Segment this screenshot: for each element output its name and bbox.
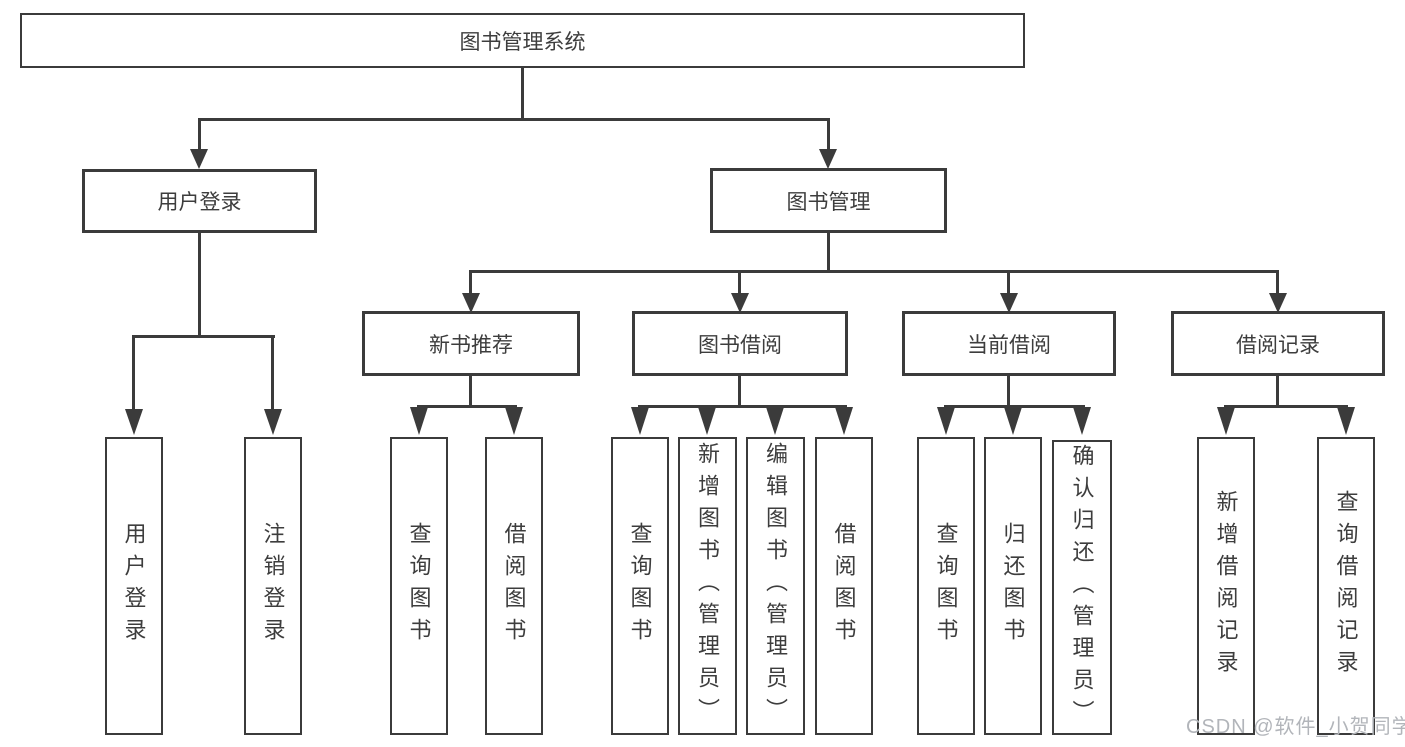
connector-line [827,118,830,151]
node-label: 编辑图书（管理员） [763,442,789,730]
connector-arrow [125,409,143,435]
node-label: 查询借阅记录 [1333,490,1359,682]
connector-arrow [1004,407,1022,435]
connector-arrow [731,293,749,313]
connector-line [198,118,830,121]
connector-line [1007,270,1010,295]
connector-line [417,405,517,408]
connector-arrow [505,407,523,435]
connector-arrow [264,409,282,435]
connector-line [1276,376,1279,407]
connector-arrow [698,407,716,435]
node-new-book-recommend: 新书推荐 [362,311,580,376]
connector-arrow [1073,407,1091,435]
node-query-books-borrow: 查询图书 [611,437,669,735]
connector-line [198,233,201,335]
connector-line [132,335,135,411]
node-label: 图书管理 [786,190,871,214]
connector-line [521,68,524,121]
node-user-login: 用户登录 [82,169,317,233]
node-query-borrow-record: 查询借阅记录 [1317,437,1375,735]
connector-arrow [631,407,649,435]
connector-line [1276,270,1279,295]
node-label: 新增图书（管理员） [695,442,721,730]
node-label: 查询图书 [933,522,959,650]
node-label: 确认归还（管理员） [1069,443,1095,732]
node-user-login-leaf: 用户登录 [105,437,163,735]
node-label: 注销登录 [260,522,286,650]
connector-line [469,270,472,295]
connector-arrow [1217,407,1235,435]
connector-arrow [1269,293,1287,313]
node-current-borrow: 当前借阅 [902,311,1116,376]
node-borrow-records: 借阅记录 [1171,311,1385,376]
connector-line [827,233,830,273]
node-label: 借阅图书 [831,522,857,650]
node-book-borrow: 图书借阅 [632,311,848,376]
watermark: CSDN @软件_小贺同学 [1186,716,1405,738]
connector-line [469,376,472,407]
node-label: 借阅记录 [1236,333,1320,357]
connector-line [738,376,741,407]
node-return-books: 归还图书 [984,437,1042,735]
connector-line [944,405,1085,408]
connector-line [738,270,741,295]
node-query-books-current: 查询图书 [917,437,975,735]
connector-line [132,335,275,338]
node-edit-book-admin: 编辑图书（管理员） [746,437,805,735]
node-label: 图书管理系统 [459,30,586,54]
node-logout: 注销登录 [244,437,302,735]
connector-line [1007,376,1010,407]
connector-arrow [462,293,480,313]
node-label: 当前借阅 [967,333,1051,357]
node-label: 归还图书 [1000,522,1026,650]
node-label: 查询图书 [406,522,432,650]
node-label: 用户登录 [157,191,242,214]
node-add-book-admin: 新增图书（管理员） [678,437,737,735]
node-label: 借阅图书 [501,522,527,650]
node-confirm-return-admin: 确认归还（管理员） [1052,440,1112,735]
connector-arrow [766,407,784,435]
node-borrow-books-recommend: 借阅图书 [485,437,543,735]
connector-line [271,335,274,411]
node-label: 新增借阅记录 [1213,490,1239,682]
node-query-books-recommend: 查询图书 [390,437,448,735]
node-label: 用户登录 [121,522,147,650]
connector-arrow [410,407,428,435]
connector-arrow [190,149,208,169]
connector-arrow [1000,293,1018,313]
connector-arrow [1337,407,1355,435]
node-add-borrow-record: 新增借阅记录 [1197,437,1255,735]
connector-line [638,405,847,408]
connector-arrow [819,149,837,169]
connector-arrow [937,407,955,435]
node-label: 查询图书 [627,522,653,650]
node-library-management-system: 图书管理系统 [20,13,1025,68]
connector-line [469,270,1279,273]
connector-arrow [835,407,853,435]
node-label: 新书推荐 [429,333,513,357]
node-book-management: 图书管理 [710,168,947,233]
node-label: 图书借阅 [698,333,782,357]
node-borrow-books-borrow: 借阅图书 [815,437,873,735]
connector-line [1224,405,1348,408]
connector-line [198,118,201,151]
